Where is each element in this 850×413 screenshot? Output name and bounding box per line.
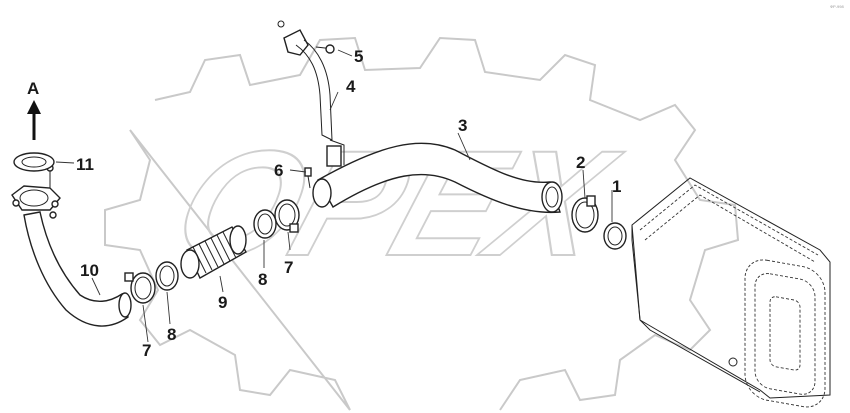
leader-lines bbox=[55, 49, 613, 343]
callouts: 1 2 3 4 5 6 7 8 9 8 7 10 11 bbox=[76, 47, 621, 360]
callout-6: 6 bbox=[274, 161, 283, 180]
part-3-pipe bbox=[312, 142, 563, 214]
callout-8-lower: 8 bbox=[167, 325, 176, 344]
watermark: OPEX bbox=[104, 36, 740, 411]
callout-8-upper: 8 bbox=[258, 270, 267, 289]
callout-5: 5 bbox=[354, 47, 363, 66]
direction-label: A bbox=[27, 79, 39, 98]
callout-2: 2 bbox=[576, 153, 585, 172]
callout-1: 1 bbox=[612, 177, 621, 196]
part-7-clamp-lower bbox=[124, 272, 156, 304]
part-4-bracket bbox=[277, 20, 345, 167]
part-1-gasket bbox=[603, 222, 627, 250]
corner-code: ФР-998 bbox=[830, 4, 844, 9]
muffler bbox=[631, 177, 831, 408]
callout-3: 3 bbox=[458, 116, 467, 135]
callout-7-upper: 7 bbox=[284, 258, 293, 277]
part-9-flex-hose bbox=[180, 225, 247, 279]
callout-4: 4 bbox=[346, 77, 356, 96]
callout-10: 10 bbox=[80, 261, 99, 280]
part-11-gasket bbox=[13, 152, 55, 172]
part-5-bolts bbox=[315, 44, 335, 54]
callout-11: 11 bbox=[76, 155, 94, 174]
part-10-downpipe bbox=[11, 164, 132, 327]
direction-arrow bbox=[27, 100, 41, 140]
part-7-clamp-upper bbox=[274, 199, 300, 233]
callout-9: 9 bbox=[218, 293, 227, 312]
callout-7-lower: 7 bbox=[142, 341, 151, 360]
